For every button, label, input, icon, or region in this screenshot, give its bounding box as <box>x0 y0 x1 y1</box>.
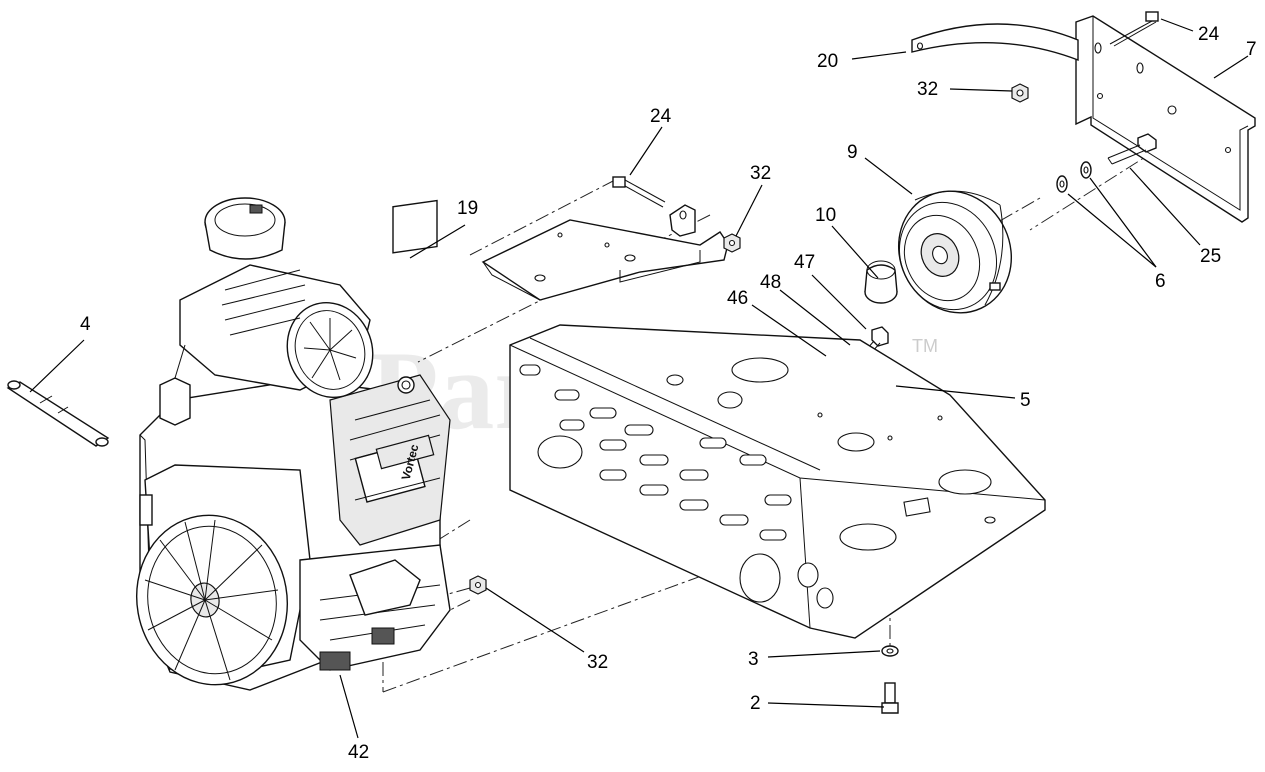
callout-32-center: 32 <box>750 163 771 184</box>
callout-32-top: 32 <box>917 79 938 100</box>
callout-10: 10 <box>815 205 836 226</box>
bolt-24-top-right <box>1109 11 1159 47</box>
callout-labels: 20 24 7 32 24 32 9 19 10 47 48 46 25 6 4… <box>80 24 1257 763</box>
callout-5: 5 <box>1020 390 1031 411</box>
part-4-tube <box>6 380 110 447</box>
nut-32-top-right <box>1011 83 1029 103</box>
callout-47: 47 <box>794 252 815 273</box>
callout-32-lower: 32 <box>587 652 608 673</box>
part-25-bolt <box>1107 133 1157 165</box>
part-20-strap <box>911 23 1079 62</box>
callout-24-center: 24 <box>650 106 672 127</box>
callout-6: 6 <box>1155 271 1166 292</box>
watermark-trademark: TM <box>912 336 938 356</box>
upper-frame-bracket <box>481 204 729 301</box>
air-cleaner-star <box>303 318 357 381</box>
nut-32-center <box>723 233 741 253</box>
leader-lines <box>29 18 1249 739</box>
part-7-bracket <box>1075 15 1256 223</box>
part-6-washers <box>1056 161 1092 193</box>
part-10-spacer <box>864 260 898 304</box>
callout-9: 9 <box>847 142 858 163</box>
part-19-decal <box>392 199 438 254</box>
nut-32-lower <box>469 575 487 595</box>
callout-24-top: 24 <box>1198 24 1220 45</box>
callout-48: 48 <box>760 272 781 293</box>
part-3-washer <box>881 645 899 657</box>
callout-7: 7 <box>1246 39 1257 60</box>
engine-assembly: Vortec <box>135 197 451 691</box>
callout-19: 19 <box>457 198 478 219</box>
callout-25: 25 <box>1200 246 1221 267</box>
bolt-24-center <box>612 176 666 208</box>
part-9-clutch-pulley <box>897 190 1013 314</box>
callout-3: 3 <box>748 649 759 670</box>
callout-4: 4 <box>80 314 91 335</box>
main-frame-plate <box>509 324 1046 639</box>
callout-42: 42 <box>348 742 369 763</box>
callout-2: 2 <box>750 693 761 714</box>
part-2-bolt <box>881 682 899 714</box>
fan-spokes <box>144 519 279 681</box>
callout-46: 46 <box>727 288 748 309</box>
callout-20: 20 <box>817 51 838 72</box>
